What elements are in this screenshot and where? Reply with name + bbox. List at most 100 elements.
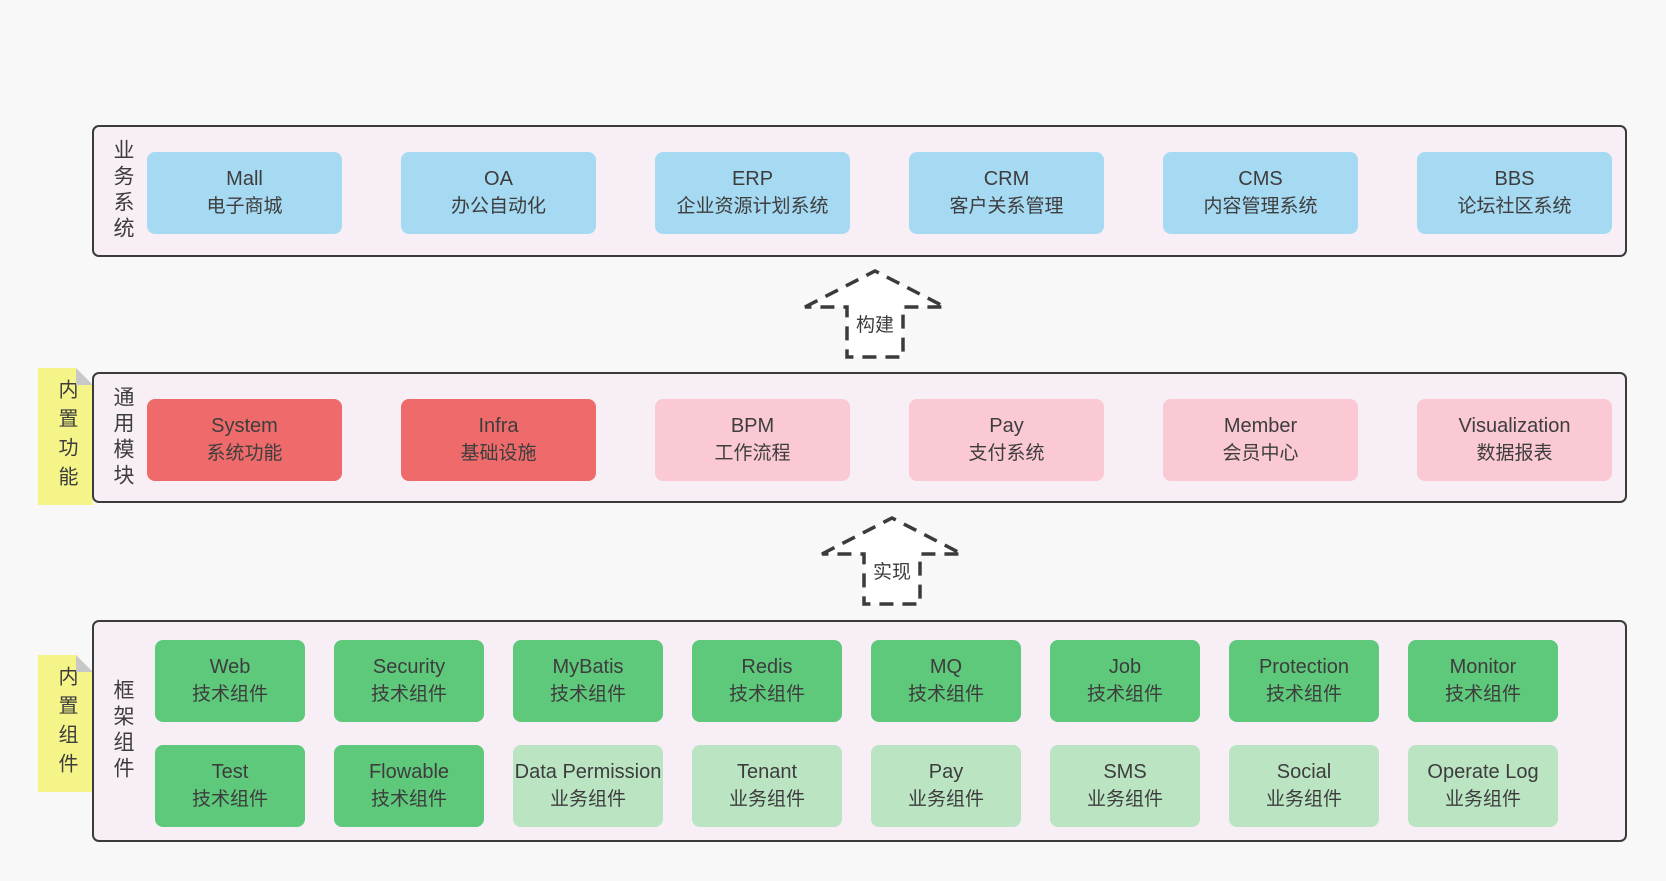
box-name: Member <box>1223 415 1298 437</box>
box-social: Social 业务组件 <box>1229 745 1379 827</box>
box-desc: 电子商城 <box>206 196 283 217</box>
build-arrow: 构建 <box>800 265 950 360</box>
box-desc: 工作流程 <box>714 443 791 464</box>
box-redis: Redis 技术组件 <box>692 640 842 722</box>
box-name: CMS <box>1238 168 1283 190</box>
arrow-label: 构建 <box>856 314 894 336</box>
box-desc: 技术组件 <box>907 684 984 705</box>
box-name: MyBatis <box>552 656 624 678</box>
box-desc: 技术组件 <box>1444 684 1521 705</box>
box-web: Web 技术组件 <box>155 640 305 722</box>
box-desc: 技术组件 <box>1086 684 1163 705</box>
box-desc: 系统功能 <box>206 443 283 464</box>
box-name: Mall <box>226 168 263 190</box>
box-desc: 业务组件 <box>1086 789 1163 810</box>
box-cms: CMS 内容管理系统 <box>1163 152 1358 234</box>
box-desc: 基础设施 <box>460 443 537 464</box>
sticky-note-label: 内置组件 <box>55 665 77 782</box>
dashed-up-arrow-icon: 构建 <box>804 269 946 359</box>
box-name: System <box>211 415 278 437</box>
box-name: BPM <box>730 415 775 437</box>
box-name: Protection <box>1258 656 1350 678</box>
box-desc: 技术组件 <box>549 684 626 705</box>
sticky-note-built-in-components: 内置组件 <box>38 655 93 792</box>
box-pay: Pay 支付系统 <box>909 399 1104 481</box>
box-name: CRM <box>983 168 1030 190</box>
sticky-note-label: 内置功能 <box>55 378 77 495</box>
box-bpm: BPM 工作流程 <box>655 399 850 481</box>
box-oa: OA 办公自动化 <box>401 152 596 234</box>
box-test: Test 技术组件 <box>155 745 305 827</box>
sticky-note-built-in-features: 内置功能 <box>38 368 93 505</box>
box-desc: 会员中心 <box>1222 443 1299 464</box>
box-row: System 系统功能 Infra 基础设施 BPM 工作流程 Pay 支付系统 Member 会… <box>147 399 1612 481</box>
box-desc: 支付系统 <box>968 443 1045 464</box>
box-name: OA <box>484 168 513 190</box>
box-name: Tenant <box>736 761 798 783</box>
layer-label: 框架组件 <box>111 679 134 783</box>
layer-common-modules: 通用模块 System 系统功能 Infra 基础设施 BPM 工作流程 Pay 支付系统 Me… <box>92 372 1627 503</box>
box-mybatis: MyBatis 技术组件 <box>513 640 663 722</box>
box-desc: 办公自动化 <box>450 196 546 217</box>
box-job: Job 技术组件 <box>1050 640 1200 722</box>
box-bbs: BBS 论坛社区系统 <box>1417 152 1612 234</box>
box-desc: 论坛社区系统 <box>1457 196 1572 217</box>
implement-arrow: 实现 <box>817 512 967 607</box>
box-desc: 业务组件 <box>1444 789 1521 810</box>
box-desc: 技术组件 <box>191 789 268 810</box>
box-tenant: Tenant 业务组件 <box>692 745 842 827</box>
layer-rows: System 系统功能 Infra 基础设施 BPM 工作流程 Pay 支付系统 Member 会… <box>147 399 1612 481</box>
box-name: Security <box>372 656 446 678</box>
box-mq: MQ 技术组件 <box>871 640 1021 722</box>
box-name: Flowable <box>368 761 450 783</box>
box-sms: SMS 业务组件 <box>1050 745 1200 827</box>
box-flowable: Flowable 技术组件 <box>334 745 484 827</box>
box-desc: 业务组件 <box>728 789 805 810</box>
box-erp: ERP 企业资源计划系统 <box>655 152 850 234</box>
box-mall: Mall 电子商城 <box>147 152 342 234</box>
box-name: Operate Log <box>1427 761 1539 783</box>
box-protection: Protection 技术组件 <box>1229 640 1379 722</box>
box-name: ERP <box>731 168 774 190</box>
box-name: Data Permission <box>514 761 662 783</box>
dashed-up-arrow-icon: 实现 <box>821 516 963 606</box>
box-desc: 业务组件 <box>1265 789 1342 810</box>
box-name: MQ <box>929 656 963 678</box>
box-security: Security 技术组件 <box>334 640 484 722</box>
box-desc: 企业资源计划系统 <box>676 196 829 217</box>
box-desc: 技术组件 <box>191 684 268 705</box>
box-pay: Pay 业务组件 <box>871 745 1021 827</box>
box-desc: 业务组件 <box>907 789 984 810</box>
box-name: Pay <box>989 415 1024 437</box>
box-name: BBS <box>1494 168 1535 190</box>
box-name: SMS <box>1103 761 1147 783</box>
box-operate-log: Operate Log 业务组件 <box>1408 745 1558 827</box>
box-monitor: Monitor 技术组件 <box>1408 640 1558 722</box>
box-data-permission: Data Permission 业务组件 <box>513 745 663 827</box>
box-system: System 系统功能 <box>147 399 342 481</box>
box-desc: 技术组件 <box>370 684 447 705</box>
box-desc: 技术组件 <box>728 684 805 705</box>
box-name: Infra <box>478 415 519 437</box>
box-name: Job <box>1108 656 1142 678</box>
box-name: Test <box>211 761 249 783</box>
box-name: Pay <box>928 761 964 783</box>
box-name: Web <box>209 656 251 678</box>
box-name: Social <box>1276 761 1332 783</box>
box-member: Member 会员中心 <box>1163 399 1358 481</box>
box-desc: 业务组件 <box>549 789 626 810</box>
box-desc: 技术组件 <box>1265 684 1342 705</box>
box-name: Redis <box>741 656 793 678</box>
box-desc: 内容管理系统 <box>1203 196 1318 217</box>
box-name: Monitor <box>1449 656 1517 678</box>
layer-label: 通用模块 <box>111 385 134 490</box>
box-desc: 技术组件 <box>370 789 447 810</box>
